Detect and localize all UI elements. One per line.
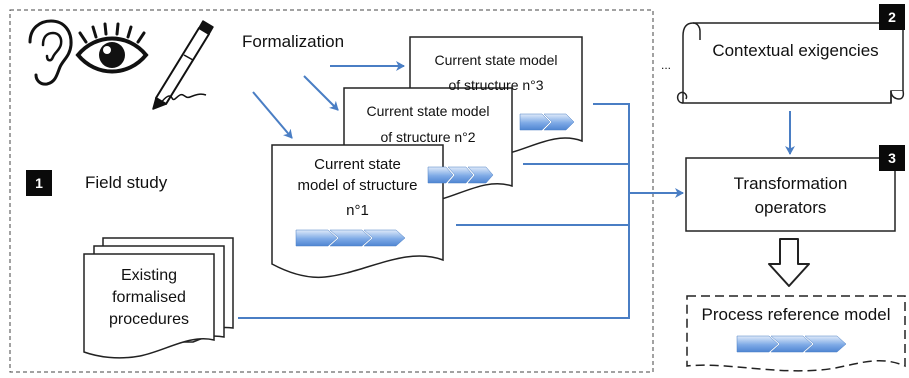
model-1-line2: model of structure [297,177,418,194]
model-1-line1: Current state [314,156,401,173]
process-chevron [804,335,847,353]
field-study-frame [9,9,654,373]
contextual-badge: 2 [879,4,905,30]
procedures-line1: Existing [120,267,178,284]
model-3-line1: Current state model [434,52,558,68]
procedures-line3: procedures [108,311,190,328]
field-study-badge: 1 [26,170,52,196]
eye-icon [75,22,149,74]
model-1-chevrons [295,229,406,247]
process-chevron [427,166,454,184]
process-chevron [363,229,406,247]
process-chevron [447,166,474,184]
field-study-label: Field study [85,173,168,192]
transformation-line2: operators [754,198,827,217]
process-chevron-groups [295,113,847,353]
process-chevron [770,335,813,353]
connector-lines [238,103,795,319]
process-chevron [467,166,494,184]
procedures-line2: formalised [112,289,186,306]
model-3-line2: of structure n°3 [448,77,544,93]
process-chevron [329,229,372,247]
process-chevron [736,335,779,353]
procedures-document-front [83,253,215,359]
reference-model-label: Process reference model [701,305,891,324]
existing-procedures-label: Existing formalised procedures [84,265,214,331]
ear-icon [28,19,73,86]
process-chevron [295,229,338,247]
process-chevron [543,113,575,131]
hollow-down-arrow [768,238,810,287]
model-3-label: Current state model of structure n°3 [410,48,582,98]
contextual-label: Contextual exigencies [712,41,879,60]
process-chevron [519,113,551,131]
formalization-label: Formalization [242,32,345,51]
transformation-label: Transformation operators [686,172,895,220]
transformation-badge: 3 [879,145,905,171]
model-1-line3: n°1 [346,202,369,219]
model-1-label: Current state model of structure n°1 [272,154,443,221]
model-2-line1: Current state model [366,103,490,119]
model-2-label: Current state model of structure n°2 [344,98,512,150]
transformation-line1: Transformation [733,174,848,193]
ellipsis-text: ... [661,58,672,72]
model-2-chevrons [427,166,494,184]
model-3-chevrons [519,113,575,131]
contextual-scroll [676,22,905,104]
reference-model-chevrons [736,335,847,353]
pen-icon [152,20,214,110]
transformation-box [685,157,896,232]
model-2-line2: of structure n°2 [380,129,476,145]
formalization-arrows [252,61,405,139]
